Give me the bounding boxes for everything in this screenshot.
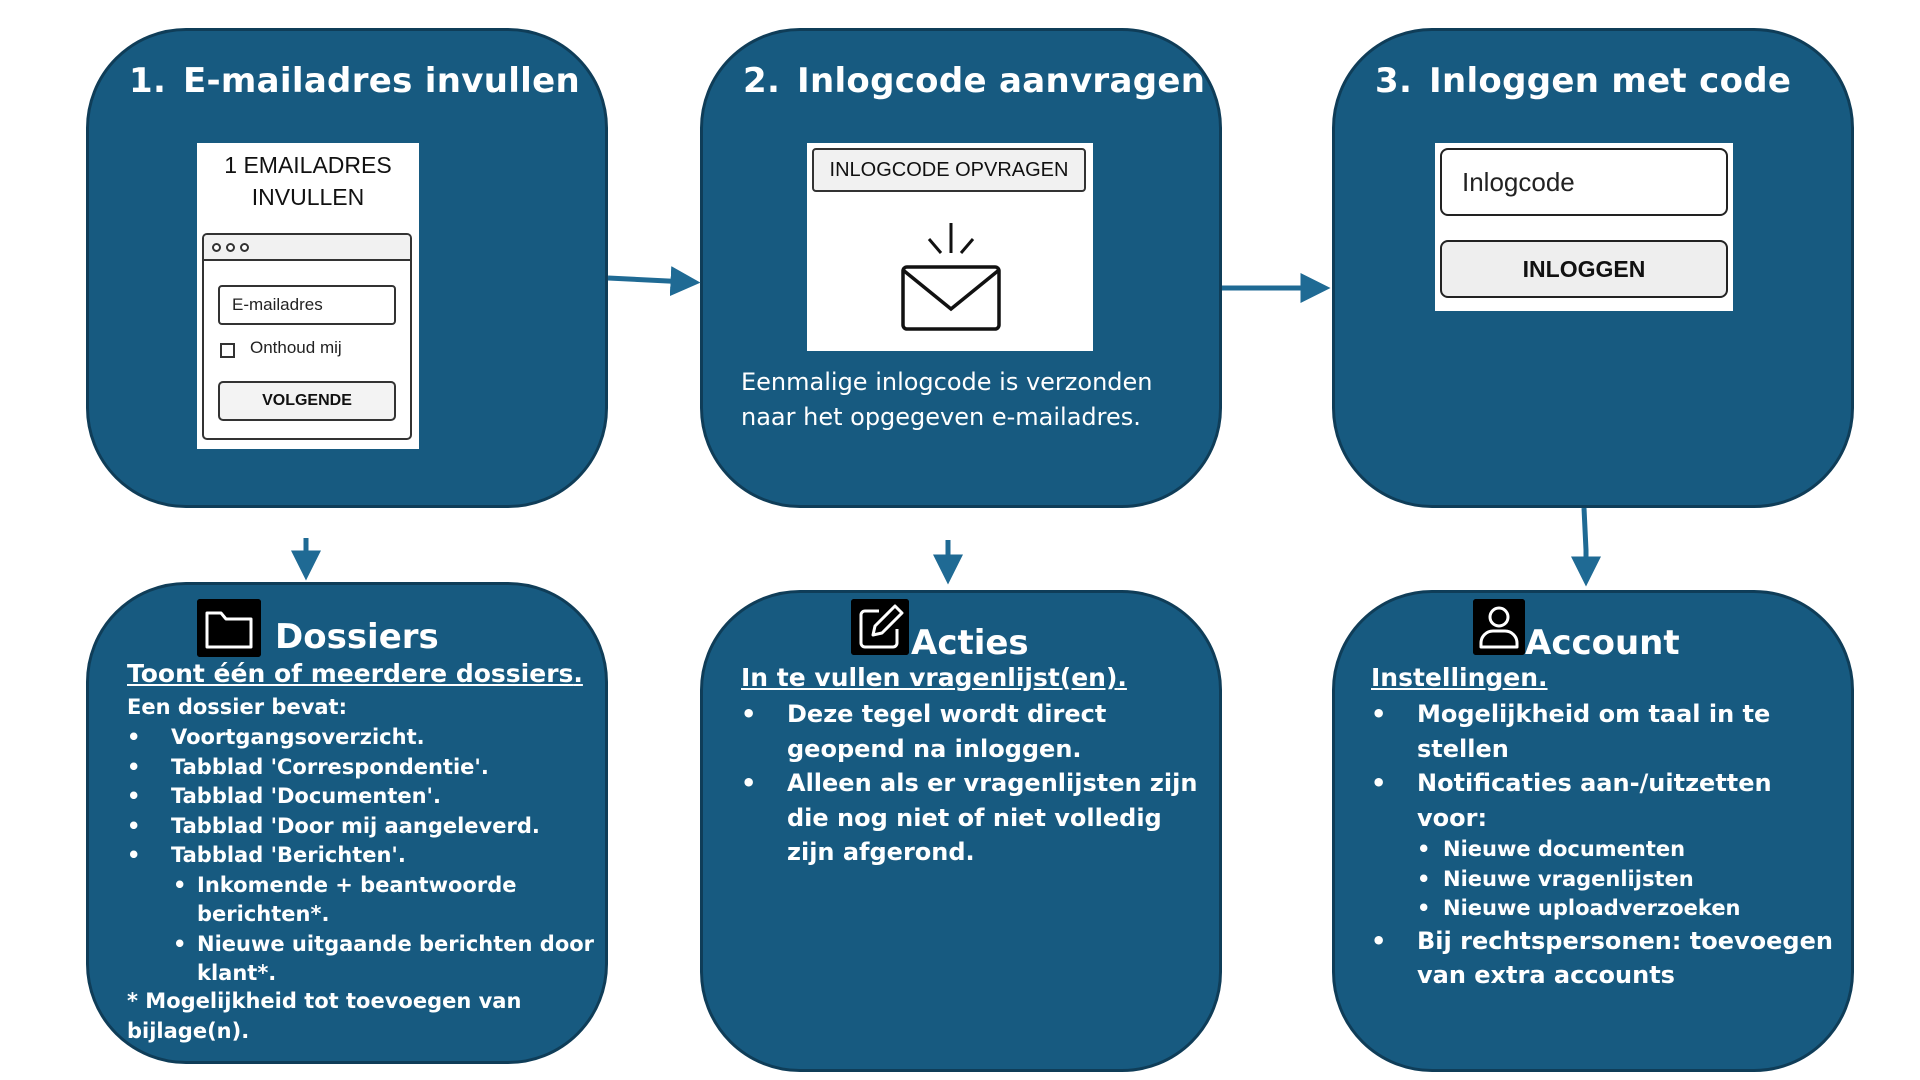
request-code-button[interactable]: INLOGCODE OPVRAGEN	[812, 148, 1086, 192]
list-item: Tabblad 'Door mij aangeleverd.	[127, 812, 597, 842]
email-input[interactable]: E-mailadres	[218, 285, 396, 325]
window-dot-icon	[226, 243, 235, 252]
acties-list: Deze tegel wordt direct geopend na inlog…	[741, 697, 1201, 870]
login-button[interactable]: INLOGGEN	[1440, 240, 1728, 298]
account-subtitle: Instellingen.	[1371, 663, 1548, 692]
window-title-bar	[204, 235, 410, 261]
list-item: Alleen als er vragenlijsten zijn die nog…	[741, 766, 1201, 870]
list-item: Mogelijkheid om taal in te stellen	[1371, 697, 1841, 766]
next-button[interactable]: VOLGENDE	[218, 381, 396, 421]
dossiers-intro: Een dossier bevat:	[127, 695, 347, 719]
window-dot-icon	[240, 243, 249, 252]
arrow-step3-to-account	[1571, 507, 1601, 587]
list-item: Deze tegel wordt direct geopend na inlog…	[741, 697, 1201, 766]
user-icon	[1473, 599, 1525, 655]
list-item: Notificaties aan-/uitzetten voor:	[1371, 766, 1841, 835]
account-heading: Account	[1525, 623, 1680, 663]
list-item: Tabblad 'Berichten'.	[127, 841, 597, 871]
browser-window: E-mailadres Onthoud mij VOLGENDE	[202, 233, 412, 440]
dossiers-subtitle: Toont één of meerdere dossiers.	[127, 659, 583, 688]
list-subitem: Nieuwe uploadverzoeken	[1371, 894, 1841, 924]
step-3-box: 3.Inloggen met code Inlogcode INLOGGEN	[1332, 28, 1854, 508]
step-2-box: 2.Inlogcode aanvragen INLOGCODE OPVRAGEN…	[700, 28, 1222, 508]
request-code-mockup: INLOGCODE OPVRAGEN	[807, 143, 1093, 351]
account-tile: Account Instellingen. Mogelijkheid om ta…	[1332, 590, 1854, 1072]
step-3-title: 3.Inloggen met code	[1375, 61, 1792, 101]
account-list: Mogelijkheid om taal in te stellen Notif…	[1371, 697, 1841, 993]
arrow-step1-to-step2	[607, 266, 701, 297]
mockup-title: 1 EMAILADRES INVULLEN	[224, 152, 392, 210]
dossiers-note: * Mogelijkheid tot toevoegen van bijlage…	[127, 989, 522, 1043]
email-form-mockup: 1 EMAILADRES INVULLEN E-mailadres Onthou…	[197, 143, 419, 449]
list-subitem: Inkomende + beantwoorde berichten*.	[127, 871, 597, 930]
list-subitem: Nieuwe vragenlijsten	[1371, 865, 1841, 895]
list-item: Tabblad 'Correspondentie'.	[127, 753, 597, 783]
list-item: Tabblad 'Documenten'.	[127, 782, 597, 812]
list-subitem: Nieuwe documenten	[1371, 835, 1841, 865]
list-item: Voortgangsoverzicht.	[127, 723, 597, 753]
acties-tile: Acties In te vullen vragenlijst(en). Dez…	[700, 590, 1222, 1072]
step-2-title: 2.Inlogcode aanvragen	[743, 61, 1206, 101]
step-1-title: 1.E-mailadres invullen	[129, 61, 580, 101]
edit-icon	[851, 599, 909, 655]
acties-heading: Acties	[911, 623, 1029, 663]
list-item: Bij rechtspersonen: toevoegen van extra …	[1371, 924, 1841, 993]
dossiers-list: Voortgangsoverzicht. Tabblad 'Correspond…	[127, 723, 597, 989]
code-sent-text: Eenmalige inlogcode is verzonden naar he…	[741, 368, 1153, 431]
dossiers-heading: Dossiers	[275, 617, 439, 657]
login-code-input[interactable]: Inlogcode	[1440, 148, 1728, 216]
list-subitem: Nieuwe uitgaande berichten door klant*.	[127, 930, 597, 989]
remember-me-label: Onthoud mij	[250, 338, 342, 357]
remember-me-checkbox[interactable]	[220, 343, 235, 358]
login-code-mockup: Inlogcode INLOGGEN	[1435, 143, 1733, 311]
acties-subtitle: In te vullen vragenlijst(en).	[741, 663, 1127, 692]
dossiers-tile: Dossiers Toont één of meerdere dossiers.…	[86, 582, 608, 1064]
step-1-box: 1.E-mailadres invullen 1 EMAILADRES INVU…	[86, 28, 608, 508]
folder-icon	[197, 599, 261, 657]
envelope-icon	[901, 223, 1001, 331]
window-dot-icon	[212, 243, 221, 252]
